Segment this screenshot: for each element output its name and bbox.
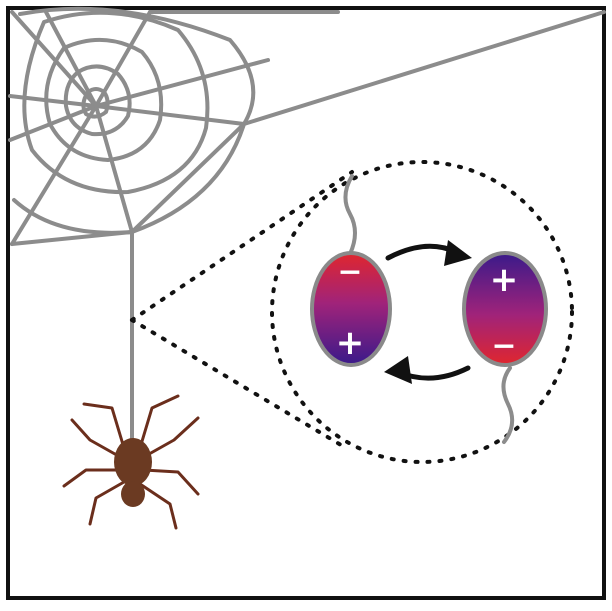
dipole-icon: − + bbox=[312, 253, 390, 365]
right-dipole-top-sign: + bbox=[490, 260, 519, 300]
left-dipole-top-sign: − bbox=[337, 255, 362, 290]
spider-abdomen bbox=[114, 438, 152, 486]
spider-head bbox=[121, 481, 145, 507]
left-dipole-bottom-sign: + bbox=[336, 323, 365, 363]
right-dipole-bottom-sign: − bbox=[491, 329, 516, 364]
dipole-icon: + − bbox=[464, 253, 546, 365]
